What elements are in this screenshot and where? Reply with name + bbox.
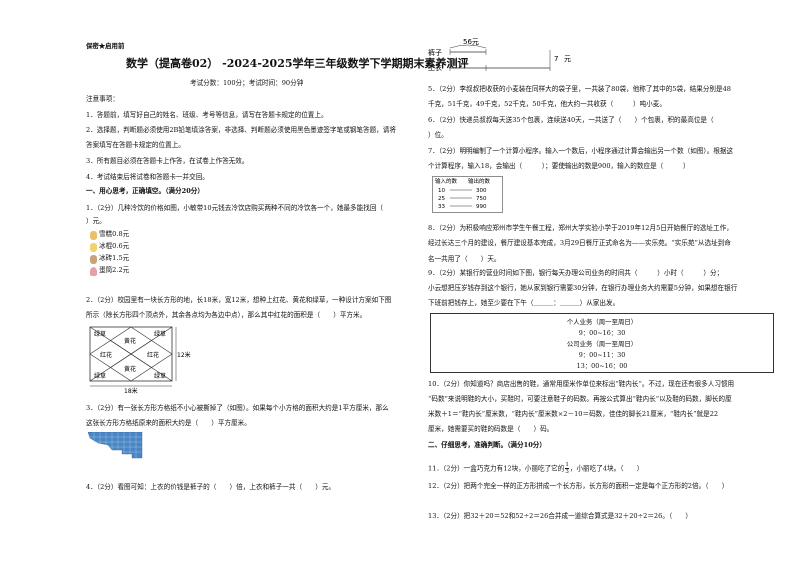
q2-text: 所示（除长方形四个顶点外，其余各点均为各边中点），那么其中红花的面积是（ ）平方…	[86, 311, 367, 319]
q7-text: 7．（2分）明明编制了一个计算小程序。输入一个数后，小程序通过计算会输出另一个数…	[428, 147, 734, 155]
note-item: 4．考试结束后将试卷和答题卡一并交回。	[86, 173, 209, 181]
popsicle-icon	[90, 242, 97, 252]
section2-heading: 二、仔细思考，准确判断。（满分10分）	[428, 441, 546, 449]
note-item: 答案填写在答题卡规定的位置上。	[86, 141, 185, 149]
q8-text: 经过长达三个月的建设，餐厅建设基本完成，3月29日餐厅正式命名为——实乐苑。“实…	[428, 239, 731, 247]
q3-text: 3．（2分）有一张长方形方格纸不小心被撕掉了（如图）。如果每个小方格的面积大约是…	[86, 404, 389, 412]
table-line: 9：00~16：30	[578, 329, 626, 337]
unit-label: 元	[564, 55, 571, 63]
ice-brick-icon	[90, 254, 97, 264]
q7-text: 个计算程序，输入18，会输出（ ）；要使输出的数是900，输入的数应是（ ）	[428, 162, 690, 170]
table-line: 公司业务（周一至周日）	[566, 340, 638, 348]
times-label: 7	[554, 55, 558, 63]
table-header: 输入的数	[435, 177, 458, 185]
price-item: 蛋筒2.2元	[90, 265, 129, 277]
note-item: 1．答题前，填写好自己的姓名、班级、考号等信息，请写在答题卡规定的位置上。	[86, 111, 328, 119]
pants-label: 裤子	[428, 48, 442, 57]
label-yellow: 黄花	[124, 337, 136, 345]
label-green: 绿草	[154, 330, 166, 338]
width-label: 12米	[177, 351, 191, 359]
cone-icon	[90, 266, 97, 276]
q10-text: 厘米，她需要买的鞋的码数是（ ）码。	[428, 425, 554, 433]
table-line: 13：00~16：00	[576, 362, 628, 370]
label-green: 绿草	[94, 372, 106, 380]
exam-meta: 考试分数：100分；考试时间：90分钟	[190, 79, 304, 87]
label-red: 红花	[100, 351, 112, 359]
price-item: 雪糕0.8元	[90, 229, 129, 241]
table-cell: 300	[476, 188, 487, 194]
section1-heading: 一、用心思考，正确填空。（满分20分）	[86, 187, 204, 195]
ice-bar-icon	[90, 230, 97, 240]
q12-text: 12．（2分）把两个完全一样的正方形拼成一个长方形，长方形的面积一定是每个正方形…	[428, 482, 729, 490]
length-label: 18米	[124, 387, 138, 395]
q9-text: 9．（2分）某银行的营业时间如下图，银行每天办理公司业务的时间共（ ）小时（ ）…	[428, 269, 724, 277]
q9-text: 下班前把钱存上，她至少要在下午（＿＿＿：＿＿＿）从家出发。	[428, 299, 620, 307]
table-cell: 33	[438, 204, 445, 210]
q5-text: 5．（2分）李叔叔把收获的小麦装在同样大的袋子里，一共装了80袋，他称了其中的5…	[428, 85, 732, 93]
table-line: 个人业务（周一至周日）	[566, 318, 638, 326]
q6-text: 6．（2分）快递员叔叔每天送35个包裹，连续送40天，一共送了（ ）个包裹，积的…	[428, 116, 714, 124]
q3-text: 这张长方形方格纸原来的面积大约是（ ）平方厘米。	[86, 419, 251, 427]
label-green: 绿草	[154, 372, 166, 380]
note-item: 2．选择题，判断题必须使用2B铅笔填涂答案，非选择、判断题必须使用黑色墨迹签字笔…	[86, 126, 396, 134]
q5-text: 千克，51千克，49千克，52千克，50千克，他大约一共收获（ ）吨小麦。	[428, 100, 666, 108]
note-item: 3．所有题目必须在答题卡上作答，在试卷上作答无效。	[86, 157, 249, 165]
price-item: 冰砖1.5元	[90, 253, 129, 265]
q9-text: 小云想把压岁钱存到这个银行，她从家到银行需要30分钟，在银行办理业务大约需要5分…	[428, 284, 738, 292]
program-table: 输入的数 输出的数 10 300 25 750 33 990	[432, 176, 503, 213]
table-cell: 10	[438, 188, 445, 194]
shirt-label: 上衣	[428, 63, 442, 72]
table-header: 输出的数	[468, 177, 491, 185]
price-item: 冰棍0.6元	[90, 241, 129, 253]
q6-text: ）位。	[428, 131, 448, 139]
table-cell: 990	[476, 204, 487, 210]
bank-hours-table: 个人业务（周一至周日） 9：00~16：30 公司业务（周一至周日） 9：00~…	[430, 313, 774, 373]
secret-label: 保密★启用前	[86, 42, 125, 50]
notes-heading: 注意事项：	[86, 95, 119, 103]
q8-text: 名一共用了（ ）天。	[428, 255, 501, 263]
q10-text: 米数＋1＝“鞋内长”厘米数，“鞋内长”厘米数×2－10＝码数，佳佳的脚长21厘米…	[428, 410, 719, 418]
label-green: 绿草	[94, 330, 106, 338]
q4-text: 4．（2分）看图可知：上衣的价钱是裤子的（ ）倍，上衣和裤子一共（ ）元。	[86, 483, 336, 491]
q1-text: ）元。	[86, 217, 106, 225]
table-cell: 25	[438, 196, 445, 202]
q13-text: 13．（2分）把32＋20＝52和52÷2＝26合并成一道综合算式是32＋20÷…	[428, 512, 692, 520]
price-bar-diagram: 56元 裤子 上衣 7 元	[428, 38, 571, 72]
pants-price: 56元	[463, 38, 479, 46]
q8-text: 8．（2分）为积极响应郑州市学生午餐工程，郑州大学实验小学于2019年12月5日…	[428, 224, 733, 232]
torn-grid-diagram	[88, 432, 143, 459]
q2-text: 2．（2分）校园里有一块长方形的地，长18米，宽12米，想种上红花、黄花和绿草，…	[86, 296, 392, 304]
label-yellow: 黄花	[124, 365, 136, 373]
table-cell: 750	[476, 196, 487, 202]
q1-text: 1．（2分）几种冷饮的价格如图，小敏带10元钱去冷饮店购买两种不同的冷饮各一个，…	[86, 204, 384, 212]
icecream-price-list: 雪糕0.8元 冰棍0.6元 冰砖1.5元 蛋筒2.2元	[90, 229, 129, 277]
table-line: 9：00~11：30	[578, 351, 626, 359]
page-title: 数学（提高卷02） -2024-2025学年三年级数学下学期期末素养测评	[126, 57, 469, 70]
label-red: 红花	[147, 351, 159, 359]
q10-text: 10．（2分）你知道吗？商店出售的鞋，通常用厘米作单位来标出“鞋内长”。不过，现…	[428, 380, 735, 388]
q10-text: “码数”来说明鞋的大小，买鞋时，可要注意鞋子的码数。再按公式算出“鞋内长”以及鞋…	[428, 395, 732, 403]
field-diagram: 绿草 绿草 黄花 红花 红花 黄花 绿草 绿草 12米 18米	[89, 326, 191, 395]
